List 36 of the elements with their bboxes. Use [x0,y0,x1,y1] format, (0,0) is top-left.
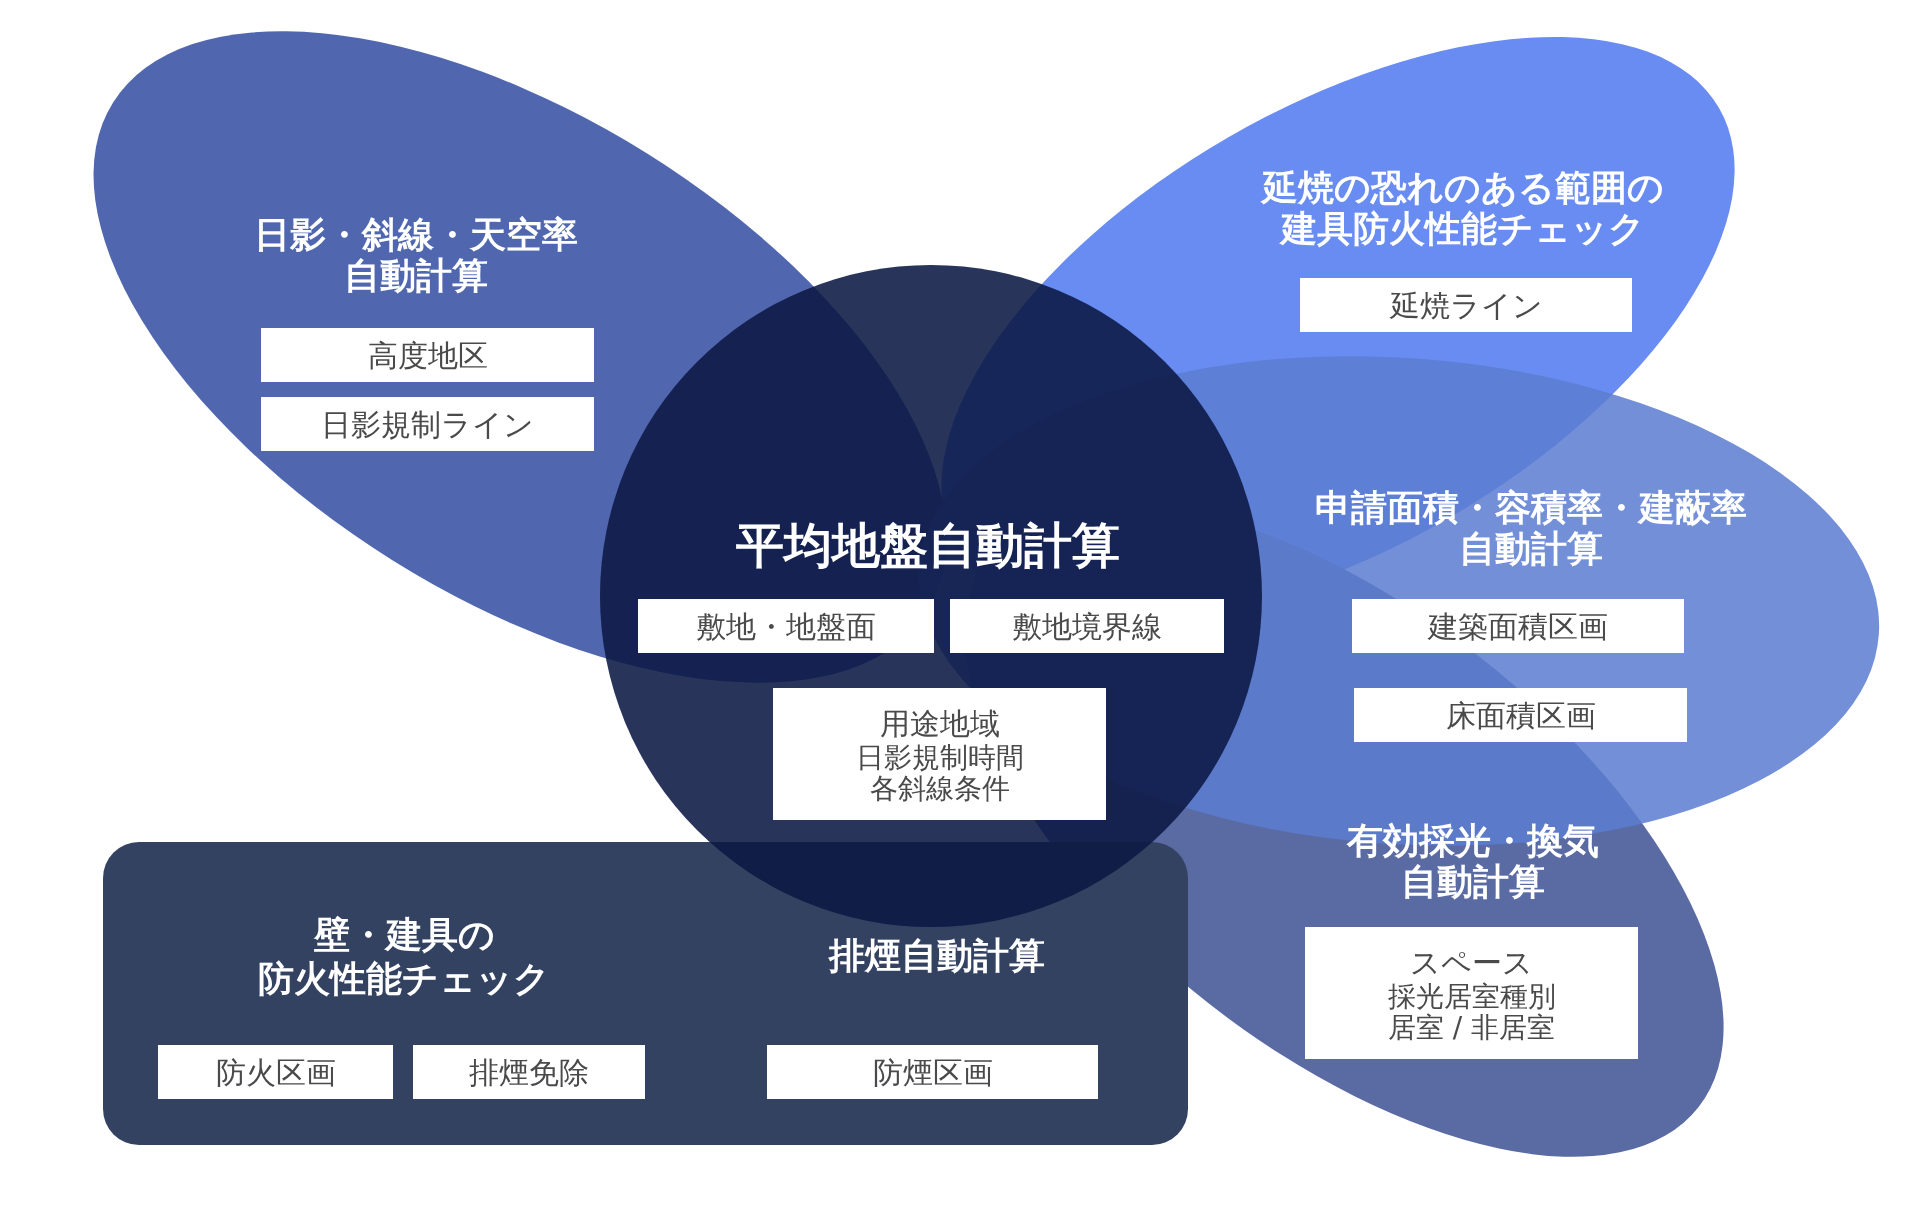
region-heading: 延焼の恐れのある範囲の建具防火性能チェック [1259,167,1665,250]
region-heading: 申請面積・容積率・建蔽率自動計算 [1314,487,1748,570]
region-heading: 日影・斜線・天空率自動計算 [253,214,579,297]
card-text: 日影規制ライン [321,405,534,444]
card-text: 居室 / 非居室 [1387,1012,1556,1044]
card-text: スペース [1410,943,1533,982]
card-text: 採光居室種別 [1387,981,1556,1013]
card-text: 敷地・地盤面 [696,607,876,646]
label-card [158,1045,393,1099]
label-card [413,1045,645,1099]
label-card [1300,278,1632,332]
card-text: 高度地区 [367,336,488,375]
label-card [950,599,1224,653]
label-card [261,397,594,451]
card-text: 防煙区画 [872,1053,993,1092]
label-card [1354,688,1687,742]
label-card [261,328,594,382]
label-card [773,688,1106,820]
card-text: 敷地境界線 [1012,607,1162,646]
region-heading: 平均地盤自動計算 [735,518,1121,574]
card-text: 床面積区画 [1445,696,1596,735]
label-card [1305,927,1638,1059]
card-text: 用途地域 [879,704,1000,743]
region-heading: 有効採光・換気自動計算 [1345,820,1600,903]
card-text: 日影規制時間 [855,742,1024,774]
card-text: 各斜線条件 [869,773,1010,805]
region-heading: 壁・建具の [312,914,496,956]
region-heading: 排煙自動計算 [827,935,1046,977]
label-card [767,1045,1098,1099]
card-text: 防火区画 [215,1053,336,1092]
region-heading: 防火性能チェック [257,958,551,1000]
card-text: 建築面積区画 [1428,607,1608,646]
card-text: 延焼ライン [1389,286,1543,325]
label-card [1352,599,1684,653]
label-card [638,599,934,653]
card-text: 排煙免除 [469,1053,589,1092]
